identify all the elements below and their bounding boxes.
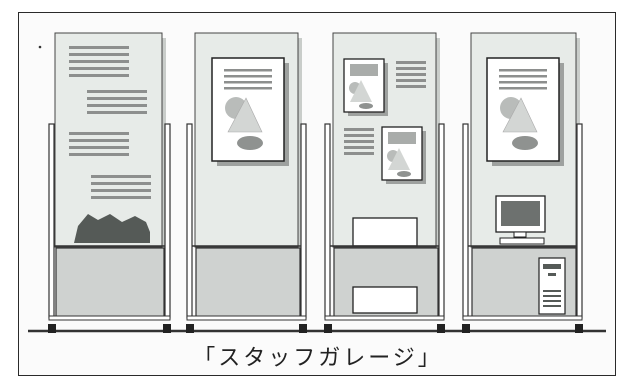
- frame-post-right: [164, 123, 171, 319]
- foot: [575, 324, 583, 333]
- poster-text-lines: [499, 69, 547, 90]
- foot: [324, 324, 332, 333]
- foot: [462, 324, 470, 333]
- frame-post-right: [300, 123, 307, 319]
- base-rail: [462, 315, 583, 321]
- poster-triangle-shape: [502, 97, 538, 133]
- text-block: [344, 128, 374, 155]
- foot: [48, 324, 56, 333]
- pc-vents: [543, 290, 561, 307]
- keyboard: [499, 237, 545, 245]
- poster-triangle-shape: [388, 148, 410, 170]
- poster-image-block: [388, 132, 416, 144]
- lower-storage-box: [55, 247, 165, 318]
- frame-post-left: [48, 123, 55, 319]
- display-unit-4: [462, 32, 583, 333]
- pc-drive-bay: [543, 264, 561, 269]
- base-rail: [186, 315, 307, 321]
- dark-silhouette-shape: [74, 214, 150, 243]
- text-block: [91, 175, 151, 199]
- drawer: [352, 286, 418, 314]
- text-block: [69, 46, 129, 77]
- pc-button: [548, 273, 556, 276]
- open-shelf-box: [352, 217, 418, 247]
- frame-post-left: [324, 123, 331, 319]
- display-unit-3: [324, 32, 445, 333]
- foot: [186, 324, 194, 333]
- display-unit-2: [186, 32, 307, 333]
- poster-text-lines: [224, 69, 272, 90]
- display-unit-1: [48, 32, 171, 333]
- poster-triangle-shape: [350, 80, 372, 102]
- frame-post-right: [438, 123, 445, 319]
- poster-ellipse-shape: [237, 136, 263, 150]
- foot: [437, 324, 445, 333]
- lower-storage-box: [195, 247, 301, 318]
- base-rail: [324, 315, 445, 321]
- frame-post-left: [186, 123, 193, 319]
- monitor-stand: [513, 231, 527, 238]
- speck: [38, 45, 42, 49]
- monitor-screen: [501, 201, 540, 226]
- poster-ellipse-shape: [359, 103, 373, 109]
- text-block: [69, 132, 129, 156]
- frame-post-right: [576, 123, 583, 319]
- foot: [299, 324, 307, 333]
- base-rail: [48, 315, 171, 321]
- poster-ellipse-shape: [512, 136, 538, 150]
- poster-ellipse-shape: [397, 171, 411, 177]
- poster-triangle-shape: [227, 97, 263, 133]
- text-block: [396, 61, 426, 88]
- poster-image-block: [350, 64, 378, 76]
- foot: [163, 324, 171, 333]
- text-block: [87, 90, 147, 114]
- frame-post-left: [462, 123, 469, 319]
- caption-staff-garage: 「スタッフガレージ」: [193, 346, 443, 371]
